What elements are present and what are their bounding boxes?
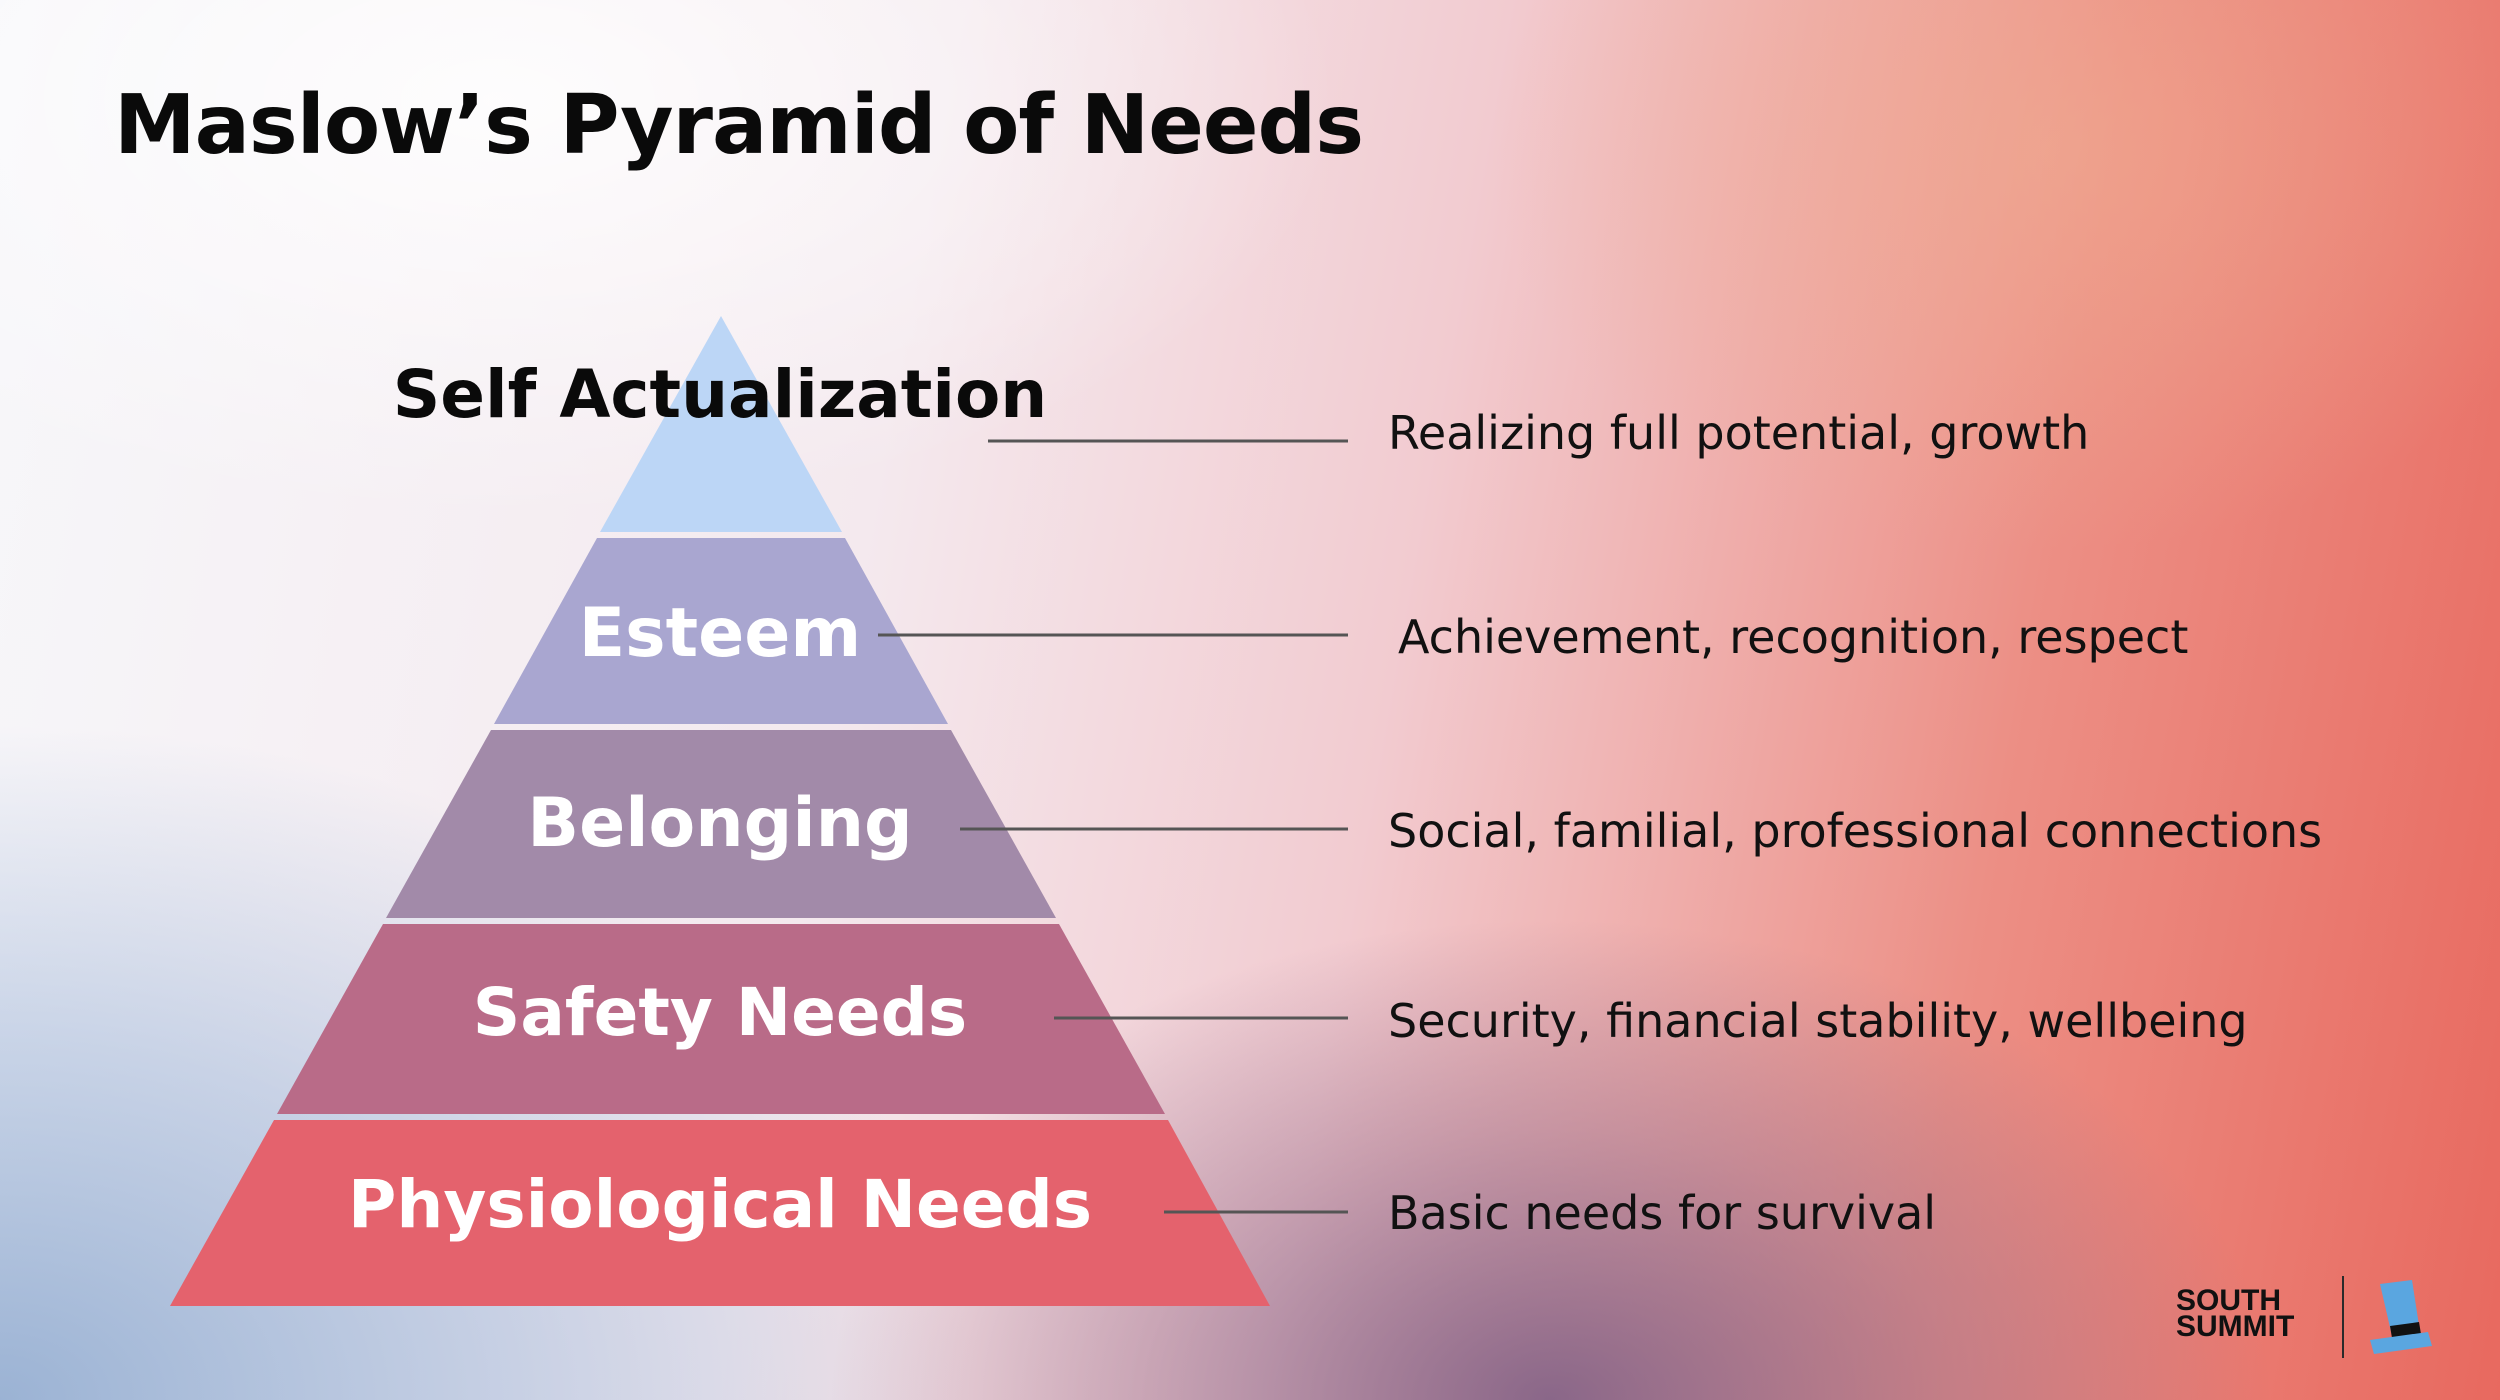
- tier-label-self-actualization: Self Actualization: [392, 356, 1048, 433]
- logo-divider: [2342, 1276, 2344, 1358]
- tier-description-physiological: Basic needs for survival: [1388, 1186, 1937, 1240]
- pyramid-tier-physiological: [170, 1120, 1270, 1306]
- tier-description-safety: Security, financial stability, wellbeing: [1388, 994, 2248, 1048]
- tier-description-esteem: Achievement, recognition, respect: [1398, 610, 2189, 664]
- tier-label-physiological: Physiological Needs: [347, 1166, 1092, 1243]
- pyramid-tier-belonging: [386, 730, 1056, 918]
- pyramid-tier-esteem: [494, 538, 948, 724]
- slide-title: Maslow’s Pyramid of Needs: [114, 78, 1364, 173]
- tier-label-belonging: Belonging: [527, 784, 913, 863]
- tier-label-esteem: Esteem: [578, 594, 862, 673]
- tier-description-belonging: Social, familial, professional connectio…: [1388, 804, 2323, 858]
- tier-description-self-actualization: Realizing full potential, growth: [1388, 406, 2090, 460]
- pyramid-tier-self-actualization: [600, 316, 842, 532]
- hat-crown: [2380, 1280, 2420, 1336]
- top-hat-icon: [2370, 1280, 2432, 1354]
- hat-brim: [2370, 1332, 2432, 1354]
- south-summit-logo: SOUTH SUMMIT: [2176, 1276, 2436, 1360]
- logo-wordmark: SOUTH SUMMIT: [2176, 1284, 2295, 1343]
- hat-band: [2390, 1322, 2421, 1338]
- tier-label-safety: Safety Needs: [472, 974, 968, 1051]
- pyramid-tier-safety: [277, 924, 1165, 1114]
- logo-line-1: SOUTH: [2176, 1284, 2281, 1317]
- logo-line-2: SUMMIT: [2176, 1310, 2295, 1343]
